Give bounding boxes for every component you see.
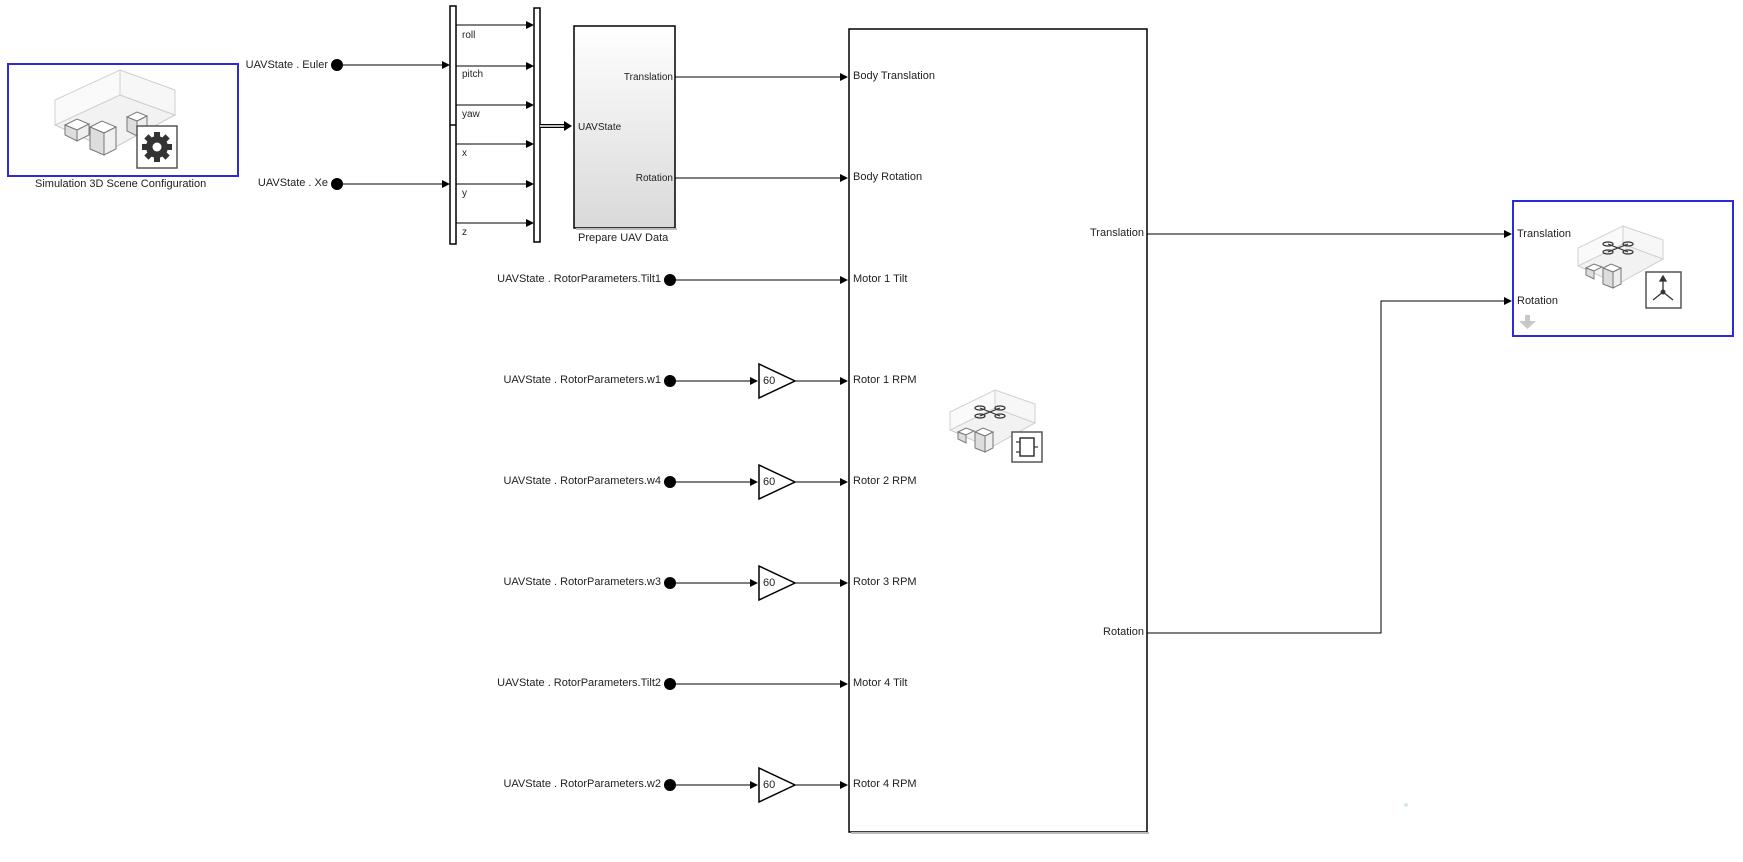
bus-signal-y: y <box>462 188 467 199</box>
from-tag-xe[interactable]: UAVState . Xe <box>257 177 328 189</box>
bus-signal-z: z <box>462 227 467 238</box>
gain-block-1[interactable] <box>758 362 797 400</box>
bus-signal-x: x <box>462 148 467 159</box>
from-tag-w2[interactable]: UAVState . RotorParameters.w2 <box>503 778 661 790</box>
from-tag-euler[interactable]: UAVState . Euler <box>245 59 328 71</box>
bus-signal-yaw: yaw <box>462 109 480 120</box>
from-tag-tilt2[interactable]: UAVState . RotorParameters.Tilt2 <box>497 677 661 689</box>
main-input-motor1-tilt: Motor 1 Tilt <box>853 273 908 285</box>
prepare-block-caption: Prepare UAV Data <box>578 232 669 244</box>
prepare-output-rotation: Rotation <box>635 173 673 184</box>
mux-bar[interactable] <box>533 7 541 243</box>
down-arrow-icon <box>1519 315 1536 329</box>
main-input-rotor1-rpm: Rotor 1 RPM <box>853 374 917 386</box>
gain-value-1: 60 <box>763 375 776 387</box>
from-tag-w4[interactable]: UAVState . RotorParameters.w4 <box>503 475 661 487</box>
gain-block-3[interactable] <box>758 564 797 602</box>
gain-value-3: 60 <box>763 577 776 589</box>
axes-icon <box>1652 274 1674 301</box>
gain-block-2[interactable] <box>758 463 797 501</box>
prepare-uav-data-block[interactable] <box>573 25 676 229</box>
main-input-rotor4-rpm: Rotor 4 RPM <box>853 778 917 790</box>
prepare-input-port: UAVState <box>578 122 622 133</box>
bus-signal-roll: roll <box>462 30 476 41</box>
canvas-marker <box>1404 803 1408 807</box>
vehicle-input-rotation: Rotation <box>1517 295 1558 307</box>
main-input-rotor3-rpm: Rotor 3 RPM <box>853 576 917 588</box>
from-tag-dots <box>331 59 676 791</box>
main-input-rotor2-rpm: Rotor 2 RPM <box>853 475 917 487</box>
scene-config-block[interactable] <box>7 63 239 177</box>
vehicle-input-translation: Translation <box>1517 228 1572 240</box>
gain-input-lines <box>676 377 848 789</box>
scene-config-caption: Simulation 3D Scene Configuration <box>35 178 207 190</box>
main-output-rotation: Rotation <box>1103 626 1144 638</box>
from-tag-tilt1[interactable]: UAVState . RotorParameters.Tilt1 <box>497 273 661 285</box>
gear-icon <box>142 132 172 162</box>
uav-scene-icon <box>948 389 1043 463</box>
gain-value-4: 60 <box>763 779 776 791</box>
main-input-body-translation: Body Translation <box>853 70 935 82</box>
main-input-motor4-tilt: Motor 4 Tilt <box>853 677 908 689</box>
bus-lines <box>456 21 534 227</box>
prepare-output-translation: Translation <box>623 72 673 83</box>
gain-value-2: 60 <box>763 476 776 488</box>
uav-vehicle-block[interactable] <box>1512 200 1734 337</box>
from-tag-w3[interactable]: UAVState . RotorParameters.w3 <box>503 576 661 588</box>
gain-block-4[interactable] <box>758 766 797 804</box>
main-input-body-rotation: Body Rotation <box>853 171 923 183</box>
bus-signal-pitch: pitch <box>462 69 484 80</box>
scene-icon <box>53 69 177 156</box>
main-output-translation: Translation <box>1089 227 1144 239</box>
uav-vehicle-icon <box>1576 225 1665 289</box>
bus-connection <box>540 121 572 131</box>
from-tag-w1[interactable]: UAVState . RotorParameters.w1 <box>503 374 661 386</box>
